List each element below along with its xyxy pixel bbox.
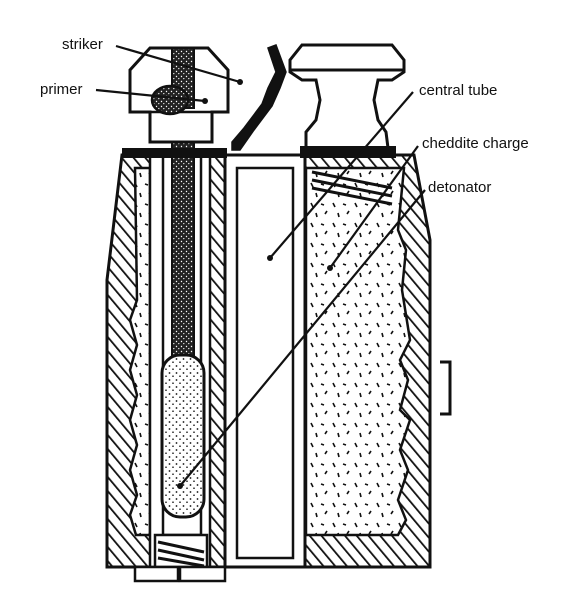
leader-lines <box>95 44 426 487</box>
primer-body <box>150 84 190 116</box>
safety-lever <box>231 44 287 151</box>
central-tube-inner-wall <box>235 166 295 560</box>
leader-primer <box>95 88 206 103</box>
label-striker: striker <box>62 36 103 53</box>
left-charge-chamber <box>128 166 152 537</box>
label-primer: primer <box>40 81 83 98</box>
filler-cap-base <box>300 146 396 158</box>
leader-central-tube <box>269 91 414 259</box>
leader-cheddite <box>329 145 419 269</box>
right-bracket <box>440 360 452 416</box>
filler-cap <box>288 43 406 150</box>
detonator-capsule <box>160 353 206 519</box>
label-central-tube: central tube <box>419 82 498 99</box>
label-detonator: detonator <box>428 179 492 196</box>
top-collar <box>122 148 227 158</box>
label-cheddite-charge: cheddite charge <box>422 135 529 152</box>
leader-dots <box>177 79 333 489</box>
leader-detonator <box>179 189 426 487</box>
bottom-plug-threads <box>157 540 205 568</box>
right-charge-chamber <box>304 166 412 537</box>
base-foot-left <box>133 565 180 583</box>
base-foot-right <box>178 565 227 583</box>
leader-striker <box>115 44 241 84</box>
